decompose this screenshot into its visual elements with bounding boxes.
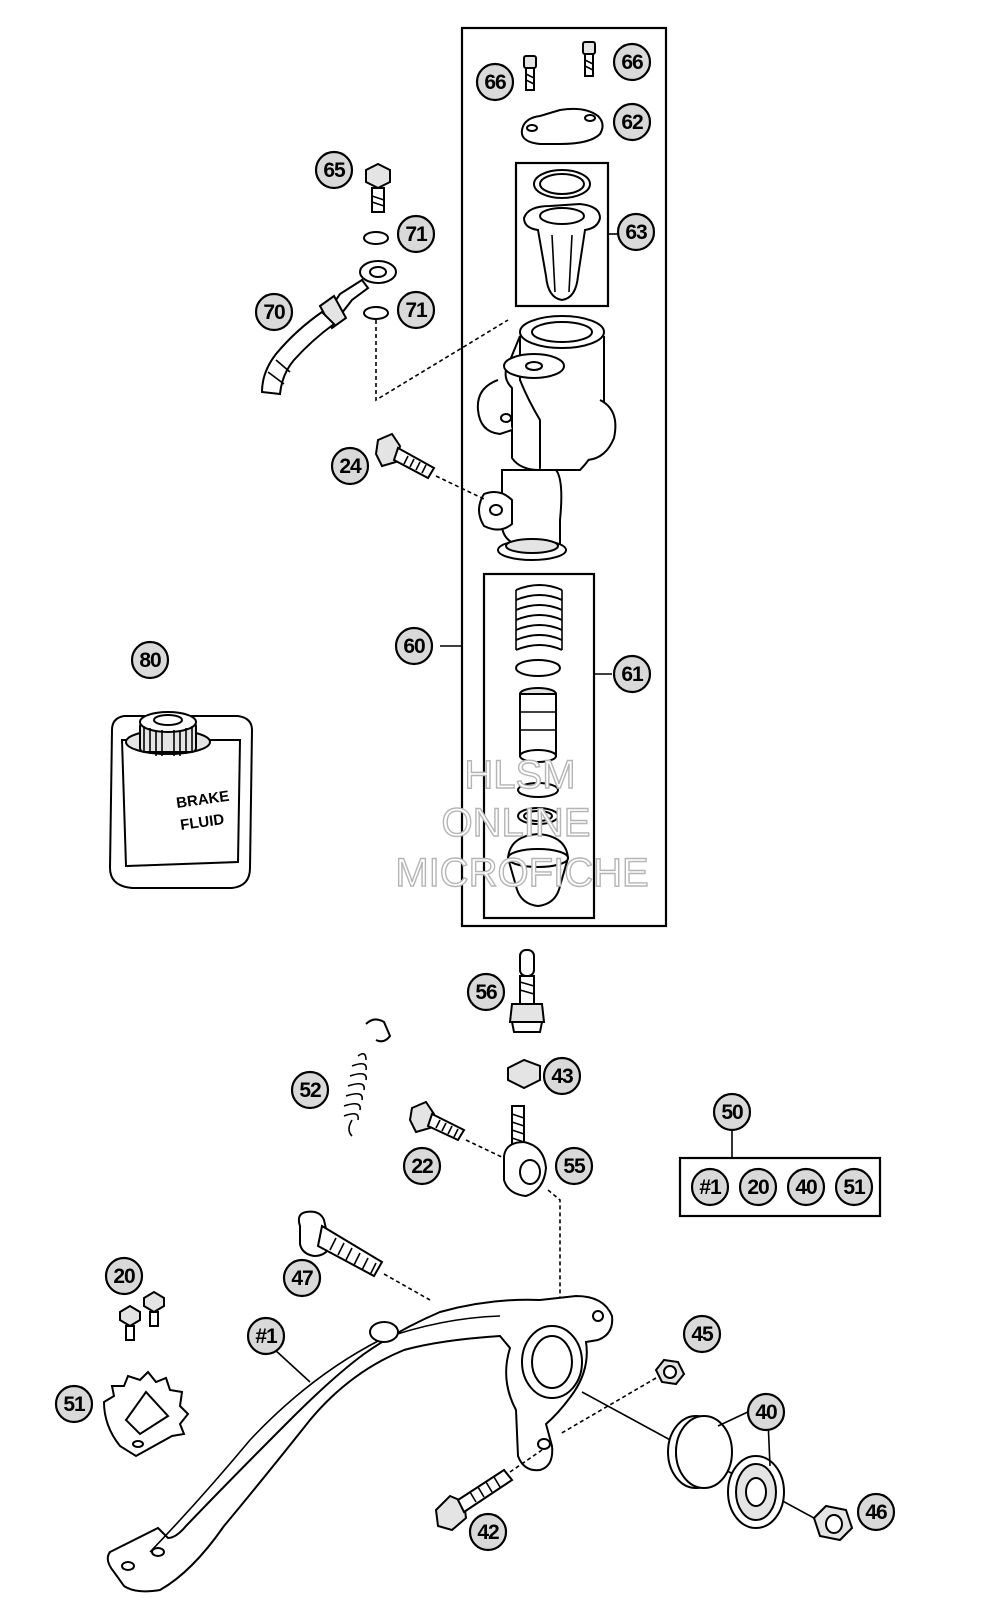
banjo-bolt (365, 162, 391, 213)
screws-20 (119, 1290, 165, 1341)
callout-label: 52 (299, 1079, 321, 1102)
kit-item-label: #1 (699, 1176, 722, 1199)
callout-47: 47 (282, 1258, 322, 1298)
callout-66b: 66 (612, 42, 652, 82)
callout-label: 20 (113, 1265, 135, 1288)
kit-item-label: 40 (795, 1176, 817, 1199)
kit-item-label: 51 (843, 1176, 866, 1199)
callout-22: 22 (402, 1146, 442, 1186)
callout-71a: 71 (396, 214, 436, 254)
callout-label: 62 (621, 111, 643, 134)
callout-label: 71 (405, 223, 428, 246)
can-label-line2: FLUID (179, 811, 225, 834)
bolt-42 (434, 1468, 514, 1532)
callout-label: 45 (691, 1323, 714, 1346)
callout-label: 56 (475, 981, 497, 1004)
clevis (503, 1105, 548, 1198)
callout-80: 80 (130, 640, 170, 680)
callout-label: 66 (621, 51, 643, 74)
callout-66a: 66 (475, 62, 515, 102)
callout-label: 51 (63, 1393, 86, 1416)
callout-51: 51 (54, 1384, 94, 1424)
callout-label: 66 (484, 71, 506, 94)
bearing-40-upper (667, 1415, 733, 1489)
watermark-line1: HLSM (464, 753, 575, 797)
callout-63: 63 (616, 212, 656, 252)
nut-43 (507, 1058, 541, 1090)
callout-label: 55 (563, 1155, 586, 1178)
callout-20: 20 (104, 1256, 144, 1296)
callout-label: 70 (263, 301, 285, 324)
reservoir (522, 169, 602, 302)
nut-46 (812, 1504, 854, 1542)
washer-71-upper (363, 231, 389, 245)
master-cylinder-frame (460, 26, 668, 928)
washer-71-lower (363, 306, 389, 320)
piston-kit (506, 584, 570, 908)
brake-pedal (106, 1294, 614, 1593)
callout-label: 65 (323, 159, 346, 182)
master-cylinder-body (476, 315, 617, 561)
callout-label: 24 (339, 455, 362, 478)
callout-label: 50 (721, 1101, 743, 1124)
callout-label: 71 (405, 299, 428, 322)
return-spring (343, 1052, 368, 1137)
spring-clip (365, 1018, 392, 1043)
watermark-line2: ONLINE (442, 801, 591, 845)
brake-hose (260, 260, 397, 396)
kit-item: 20 (738, 1167, 778, 1207)
callout-label: 40 (755, 1401, 777, 1424)
callout-62: 62 (612, 102, 652, 142)
callout-46: 46 (856, 1492, 896, 1532)
watermark-line3: MICROFICHE (395, 851, 648, 895)
kit-item: 51 (834, 1167, 874, 1207)
kit-box (678, 1156, 882, 1218)
reservoir-cap (520, 107, 604, 145)
callout-label: 63 (625, 221, 647, 244)
callout-label: 46 (865, 1501, 887, 1524)
nut-45 (654, 1358, 686, 1386)
callout-61: 61 (612, 654, 652, 694)
foot-step (102, 1370, 190, 1458)
callout-60: 60 (394, 626, 434, 666)
callout-65: 65 (314, 150, 354, 190)
callout-label: 47 (291, 1267, 313, 1290)
kit-item: 40 (786, 1167, 826, 1207)
mounting-bolt-24 (374, 432, 436, 480)
callout-label: 42 (477, 1521, 499, 1544)
clevis-bolt-22 (408, 1100, 466, 1142)
callout-70: 70 (254, 292, 294, 332)
callout-43: 43 (542, 1056, 582, 1096)
push-rod (508, 949, 546, 1033)
callout-label: 60 (403, 635, 425, 658)
callout-label: 80 (139, 649, 161, 672)
callout-45: 45 (682, 1314, 722, 1354)
bearing-40-lower (727, 1455, 785, 1529)
callout-42: 42 (468, 1512, 508, 1552)
callout-label: 43 (551, 1065, 573, 1088)
callout-50: 50 (712, 1092, 752, 1132)
brake-fluid-can: BRAKE FLUID (108, 711, 254, 889)
callout-55: 55 (554, 1146, 594, 1186)
callout-52: 52 (290, 1070, 330, 1110)
callout-1: #1 (246, 1316, 286, 1356)
screw-66-right (582, 41, 596, 77)
callout-40: 40 (746, 1392, 786, 1432)
kit-item: #1 (690, 1167, 730, 1207)
callout-label: #1 (255, 1325, 278, 1348)
callout-label: 61 (621, 663, 644, 686)
callout-24: 24 (330, 446, 370, 486)
screw-66-left (523, 55, 537, 91)
callout-label: 22 (411, 1155, 433, 1178)
pivot-bolt-47 (297, 1210, 384, 1278)
callout-71b: 71 (396, 290, 436, 330)
callout-56: 56 (466, 972, 506, 1012)
piston-kit-frame (482, 572, 596, 920)
kit-item-label: 20 (747, 1176, 769, 1199)
